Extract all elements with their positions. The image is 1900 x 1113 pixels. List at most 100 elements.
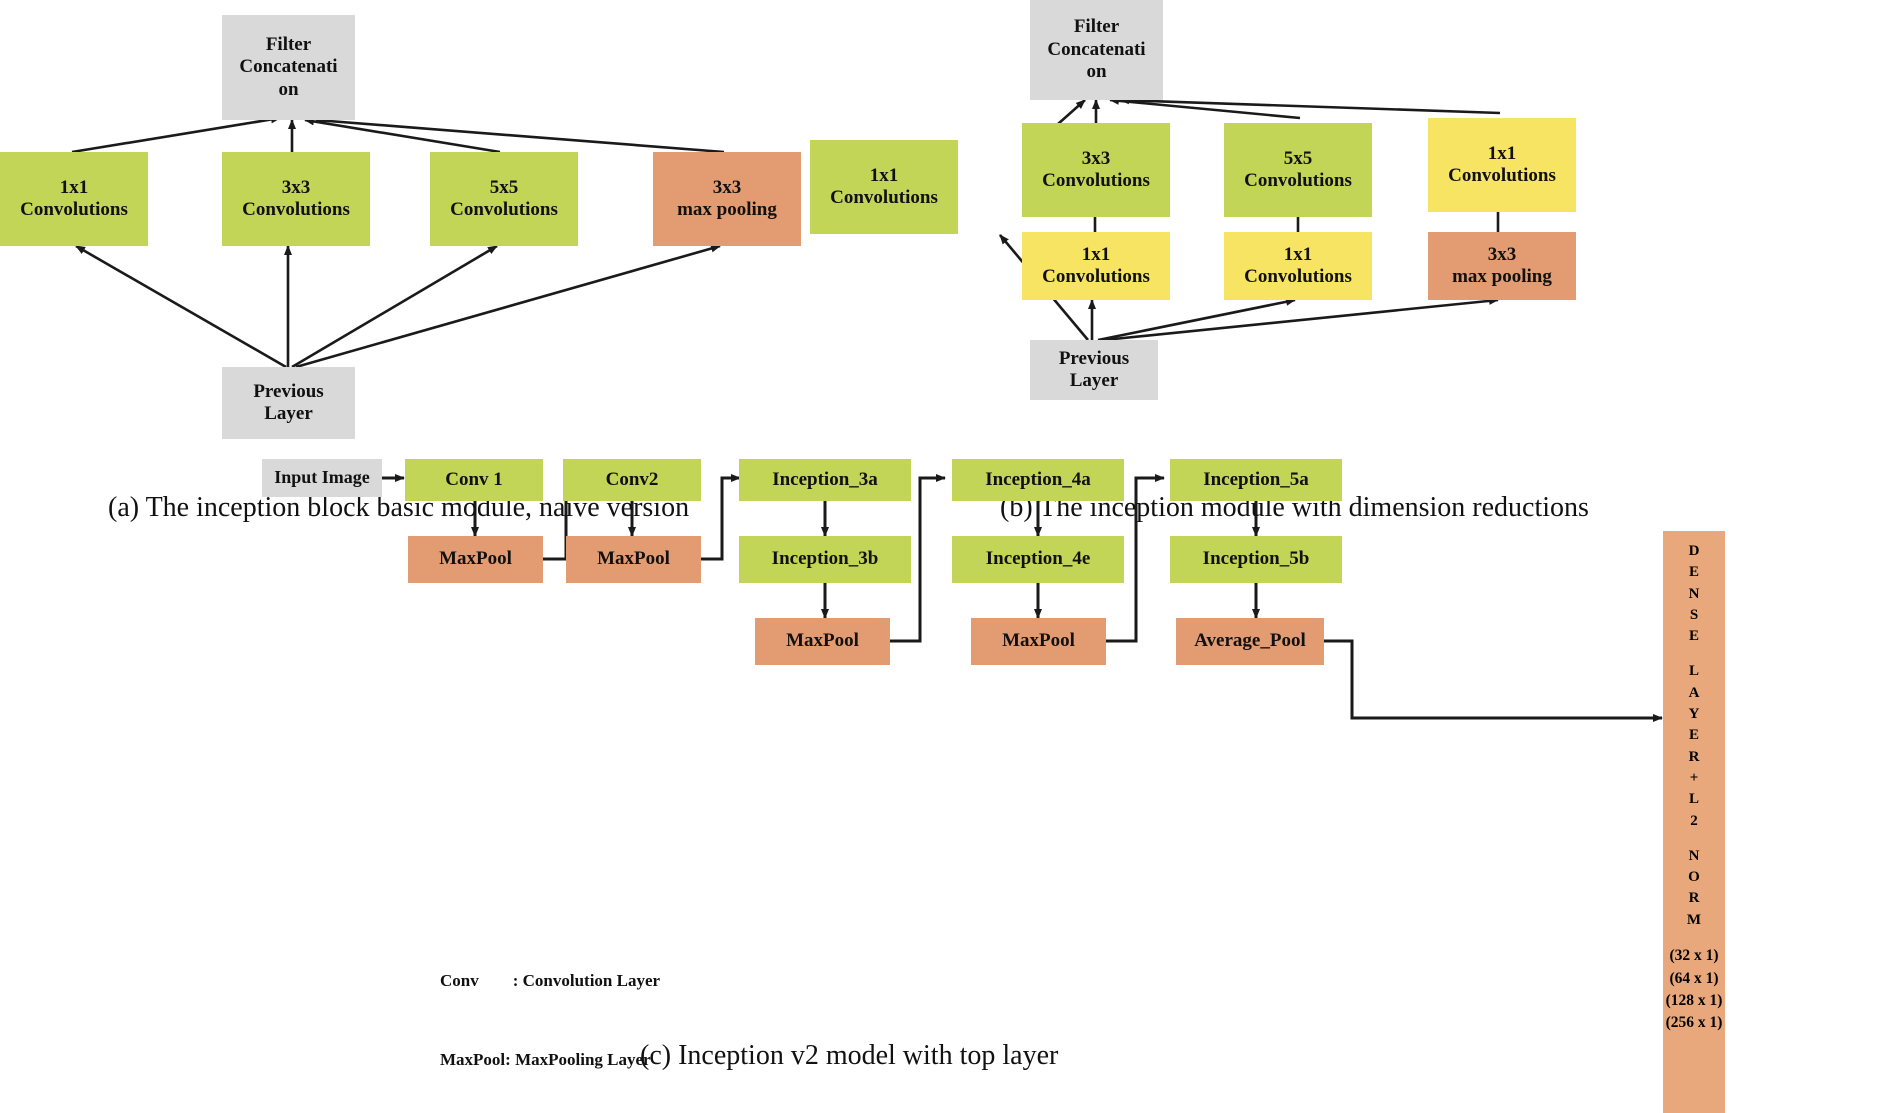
filter-concat-b-line3: on: [1086, 61, 1107, 83]
panel-b-branch-3x3-maxpool: 3x3 max pooling: [1428, 232, 1576, 300]
dense-char-2: N: [1688, 585, 1700, 602]
panel-c-stage-maxpool-4: MaxPool: [971, 618, 1106, 665]
dense-char-11: +: [1689, 769, 1699, 786]
panel-c-input-image-box: Input Image: [262, 459, 382, 497]
panel-c-stage-conv1: Conv 1: [405, 459, 543, 501]
dense-char-15: N: [1688, 847, 1700, 864]
dense-char-0: D: [1688, 543, 1700, 559]
branch-a3-line2: Convolutions: [450, 199, 558, 220]
branch-b-bot3-line2: max pooling: [1452, 266, 1552, 287]
filter-concat-b-line2: Concatenati: [1047, 38, 1146, 60]
filter-concat-line2: Concatenati: [239, 56, 338, 78]
panel-b-previous-layer-box: Previous Layer: [1030, 340, 1158, 400]
branch-b-bot2-line1: 1x1: [1283, 243, 1313, 265]
stage-top-2-label: Inception_3a: [772, 468, 878, 490]
dense-char-10: R: [1688, 748, 1700, 765]
dense-dim-0: (32 x 1): [1669, 947, 1719, 965]
panel-a-filter-concatenation-box: Filter Concatenati on: [222, 15, 355, 120]
dense-dim-2: (128 x 1): [1665, 991, 1723, 1009]
stage-mid-4-label: Inception_5b: [1202, 548, 1310, 570]
panel-b-branch-1x1-conv-pool: 1x1 Convolutions: [1428, 118, 1576, 212]
filter-concat-line1: Filter: [265, 33, 312, 55]
panel-c-stage-inception3a: Inception_3a: [739, 459, 911, 501]
panel-a-previous-layer-box: Previous Layer: [222, 367, 355, 439]
stage-top-3-label: Inception_4a: [985, 468, 1091, 490]
dense-char-3: S: [1689, 606, 1699, 623]
stage-mid-1-label: MaxPool: [597, 548, 670, 570]
branch-a4-line2: max pooling: [677, 199, 777, 220]
panel-a-branch-3x3-maxpool: 3x3 max pooling: [653, 152, 801, 246]
dense-char-6: L: [1688, 663, 1699, 680]
stage-top-0-label: Conv 1: [445, 468, 503, 490]
legend-line-1: MaxPool: MaxPooling Layer: [440, 1049, 651, 1069]
branch-b-top3-line2: Convolutions: [1244, 170, 1352, 191]
stage-mid-0-label: MaxPool: [439, 548, 512, 570]
panel-c-stage-inception3b: Inception_3b: [739, 536, 911, 583]
stage-bot-2-label: Average_Pool: [1194, 630, 1306, 652]
stage-bot-1-label: MaxPool: [1002, 630, 1075, 652]
branch-b-bot2-line2: Convolutions: [1244, 266, 1352, 287]
panel-c-stage-inception4e: Inception_4e: [952, 536, 1124, 583]
panel-a-branch-3x3-conv: 3x3 Convolutions: [222, 152, 370, 246]
stage-bot-0-label: MaxPool: [786, 630, 859, 652]
branch-b-top4-line1: 1x1: [1487, 142, 1517, 164]
branch-a1-line1: 1x1: [59, 176, 89, 198]
dense-char-12: L: [1688, 791, 1699, 808]
dense-char-1: E: [1688, 564, 1699, 581]
panel-c-dense-layer-block: D E N S E L A Y E R + L 2 N O R M (32 x …: [1663, 531, 1725, 1113]
stage-top-4-label: Inception_5a: [1203, 468, 1309, 490]
branch-b-top4-line2: Convolutions: [1448, 165, 1556, 186]
prev-layer-b-line1: Previous: [1058, 347, 1130, 369]
stage-mid-2-label: Inception_3b: [771, 548, 879, 570]
dense-char-8: Y: [1688, 706, 1700, 723]
panel-c-stage-conv2: Conv2: [563, 459, 701, 501]
branch-b-top3-line1: 5x5: [1283, 147, 1313, 169]
prev-layer-a-line1: Previous: [253, 380, 324, 402]
panel-b-branch-5x5-conv: 5x5 Convolutions: [1224, 123, 1372, 217]
panel-c-stage-average-pool: Average_Pool: [1176, 618, 1324, 665]
panel-c-stage-maxpool-1: MaxPool: [408, 536, 543, 583]
branch-b-top1-line2: Convolutions: [830, 187, 938, 208]
panel-b-branch-3x3-conv: 3x3 Convolutions: [1022, 123, 1170, 217]
branch-b-bot3-line1: 3x3: [1487, 243, 1517, 265]
panel-c-legend: Conv : Convolution Layer MaxPool: MaxPoo…: [440, 915, 715, 1113]
branch-a2-line2: Convolutions: [242, 199, 350, 220]
filter-concat-line3: on: [278, 78, 299, 100]
branch-a3-line1: 5x5: [489, 176, 519, 198]
dense-char-18: M: [1686, 911, 1702, 928]
panel-a-branch-5x5-conv: 5x5 Convolutions: [430, 152, 578, 246]
branch-b-bot1-line1: 1x1: [1081, 243, 1111, 265]
dense-char-17: R: [1688, 890, 1700, 907]
dense-char-16: O: [1688, 869, 1700, 886]
branch-b-top1-line1: 1x1: [869, 164, 899, 186]
dense-char-13: 2: [1690, 812, 1698, 829]
filter-concat-b-line1: Filter: [1073, 16, 1120, 38]
dense-char-7: A: [1688, 684, 1700, 701]
input-image-label: Input Image: [274, 467, 370, 488]
stage-top-1-label: Conv2: [605, 468, 659, 490]
panel-c-stage-inception4a: Inception_4a: [952, 459, 1124, 501]
panel-c-stage-maxpool-3: MaxPool: [755, 618, 890, 665]
dense-char-9: E: [1688, 727, 1699, 744]
prev-layer-a-line2: Layer: [264, 403, 313, 424]
panel-c-stage-inception5a: Inception_5a: [1170, 459, 1342, 501]
dense-char-4: E: [1688, 628, 1699, 645]
panel-a-branch-1x1-conv: 1x1 Convolutions: [0, 152, 148, 246]
legend-line-0: Conv : Convolution Layer: [440, 970, 661, 990]
branch-a1-line2: Convolutions: [20, 199, 128, 220]
dense-dims: (32 x 1) (64 x 1) (128 x 1) (256 x 1): [1666, 945, 1723, 1035]
dense-dim-3: (256 x 1): [1665, 1014, 1723, 1032]
panel-b-reduce-1x1-conv-a: 1x1 Convolutions: [1022, 232, 1170, 300]
branch-a4-line1: 3x3: [712, 176, 742, 198]
prev-layer-b-line2: Layer: [1069, 370, 1119, 391]
panel-c-stage-inception5b: Inception_5b: [1170, 536, 1342, 583]
branch-b-top2-line1: 3x3: [1081, 147, 1111, 169]
dense-dim-1: (64 x 1): [1669, 969, 1719, 987]
panel-b-branch-1x1-conv: 1x1 Convolutions: [810, 140, 958, 234]
panel-c-stage-maxpool-2: MaxPool: [566, 536, 701, 583]
branch-b-top2-line2: Convolutions: [1042, 170, 1150, 191]
panel-b-filter-concatenation-box: Filter Concatenati on: [1030, 0, 1163, 100]
branch-a2-line1: 3x3: [281, 176, 311, 198]
branch-b-bot1-line2: Convolutions: [1042, 266, 1150, 287]
